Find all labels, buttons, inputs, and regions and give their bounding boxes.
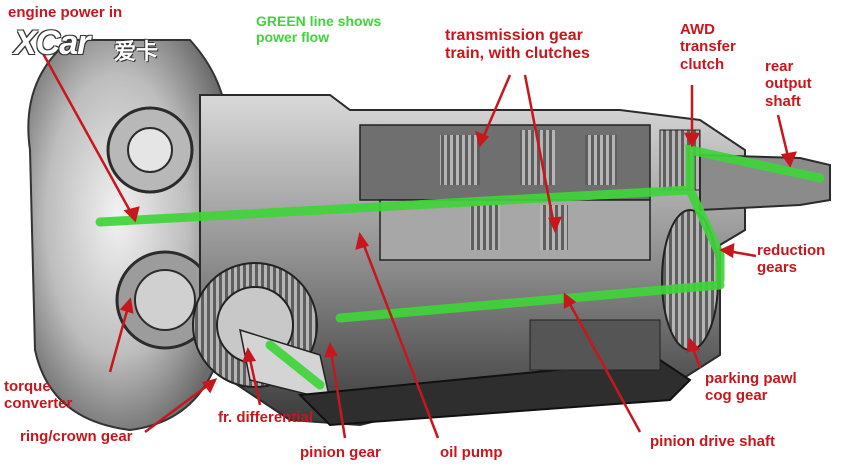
label-pinion-gear: pinion gear: [300, 444, 381, 461]
bell-housing: [27, 39, 228, 432]
label-fr-differential: fr. differential: [218, 409, 314, 426]
label-reduction-gears: reduction gears: [757, 242, 826, 277]
label-gear-train: transmission gear train, with clutches: [445, 27, 590, 63]
leader-lines: [38, 47, 798, 439]
label-awd-clutch: AWD transfer clutch: [680, 21, 736, 73]
label-power-flow-note: GREEN line shows power flow: [256, 13, 382, 46]
label-engine-power: engine power in: [8, 4, 123, 21]
label-torque-converter: torque converter: [4, 378, 73, 413]
label-oil-pump: oil pump: [440, 444, 503, 461]
watermark-logo-cn: 爱卡: [114, 39, 159, 64]
label-ring-gear: ring/crown gear: [20, 428, 133, 445]
gear-train-shape: [440, 135, 480, 185]
label-parking-pawl: parking pawl cog gear: [705, 370, 797, 405]
label-rear-output: rear output shaft: [765, 58, 812, 110]
watermark-logo: XCar: [14, 24, 90, 62]
label-pinion-drive-shaft: pinion drive shaft: [650, 433, 776, 450]
power-flow-lines: [95, 144, 825, 390]
